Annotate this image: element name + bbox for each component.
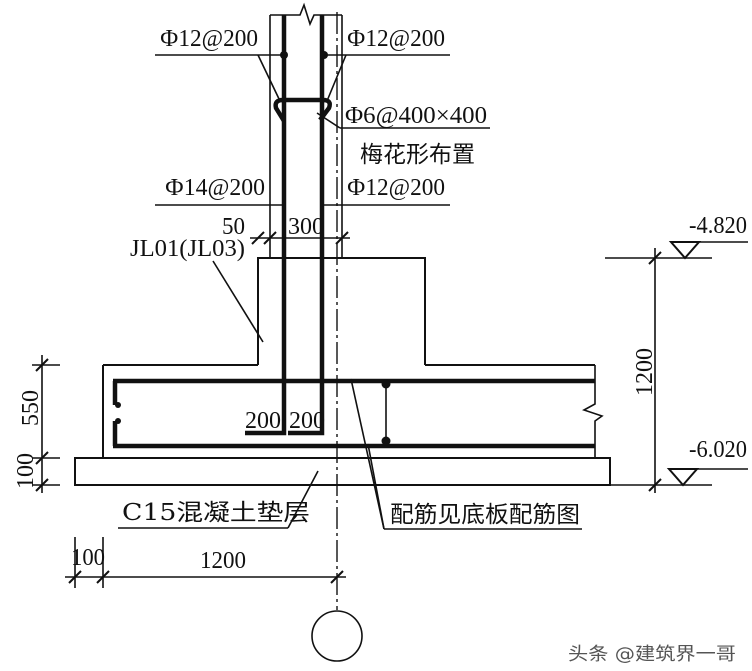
dim-text-cushion-overhang: 100 bbox=[71, 545, 105, 571]
distribution-bar-dot-top bbox=[381, 379, 391, 389]
dimension-wall-width bbox=[250, 231, 350, 245]
dimension-total-depth bbox=[605, 248, 712, 493]
elevation-marker-top bbox=[668, 241, 748, 260]
dim-tick bbox=[35, 451, 49, 465]
wall-rebar-left bbox=[245, 15, 287, 436]
dim-tick bbox=[335, 231, 349, 245]
dim-text-total-depth: 1200 bbox=[632, 348, 658, 396]
label-rebar-top-left: Ф12@200 bbox=[160, 26, 258, 52]
dim-tick bbox=[263, 231, 277, 245]
label-rebar-mid-right: Ф12@200 bbox=[347, 175, 445, 201]
dim-tick bbox=[35, 358, 49, 372]
slab-hook-dot-lower bbox=[115, 418, 121, 424]
dim-tick bbox=[35, 478, 49, 492]
slab-rebars bbox=[112, 378, 595, 449]
leader-slab-note-slant-bottom bbox=[367, 443, 385, 530]
label-cushion: C15混凝土垫层 bbox=[122, 500, 310, 526]
dim-tick bbox=[330, 570, 344, 584]
label-rebar-top-right: Ф12@200 bbox=[347, 26, 445, 52]
leader-beam-id bbox=[212, 260, 264, 343]
dim-text-half-width: 1200 bbox=[200, 548, 246, 574]
dim-tick bbox=[68, 570, 82, 584]
label-tie-layout: 梅花形布置 bbox=[360, 142, 475, 168]
label-slab-note: 配筋见底板配筋图 bbox=[390, 502, 580, 528]
dim-tick bbox=[648, 251, 662, 265]
dim-text-slab-thickness: 550 bbox=[18, 390, 44, 426]
dim-tick bbox=[648, 478, 662, 492]
leader-top-left-slant bbox=[257, 54, 281, 102]
label-beam-id: JL01(JL03) bbox=[130, 236, 245, 262]
label-rebar-mid-left: Ф14@200 bbox=[165, 175, 265, 201]
elevation-marker-bottom bbox=[666, 468, 748, 487]
elevation-triangle bbox=[668, 241, 702, 260]
axis-bubble bbox=[311, 610, 363, 662]
elevation-text-top: -4.820 bbox=[689, 213, 747, 239]
dim-tick bbox=[96, 570, 110, 584]
dim-text-wall-width: 300 bbox=[288, 214, 324, 240]
slab-hook-dot-upper bbox=[115, 402, 121, 408]
wall-rebar-right bbox=[288, 15, 325, 436]
beam-pedestal-outline bbox=[257, 257, 426, 365]
distribution-bar-dot-bottom bbox=[381, 436, 391, 446]
tie-bar-hook bbox=[273, 97, 332, 123]
slab-break-mark bbox=[582, 365, 604, 458]
label-tie-bar: Φ6@400×400 bbox=[345, 103, 487, 129]
dim-tick bbox=[251, 231, 265, 245]
dim-text-pedestal-offset: 50 bbox=[222, 214, 245, 240]
wall-break-mark bbox=[270, 2, 342, 27]
elevation-triangle bbox=[666, 468, 700, 487]
dim-text-hook-right: 200 bbox=[289, 408, 325, 434]
leader-cushion-slant bbox=[287, 470, 319, 529]
watermark: 头条 @建筑界一哥 bbox=[568, 644, 736, 665]
leader-tie-slant bbox=[316, 112, 341, 129]
dimension-slab-depth bbox=[32, 355, 60, 493]
elevation-text-bottom: -6.020 bbox=[689, 437, 747, 463]
dim-text-hook-left: 200 bbox=[245, 408, 281, 434]
dim-text-cushion-thickness: 100 bbox=[13, 453, 39, 489]
dimension-half-width bbox=[65, 537, 346, 588]
c15-cushion-layer bbox=[74, 457, 611, 486]
